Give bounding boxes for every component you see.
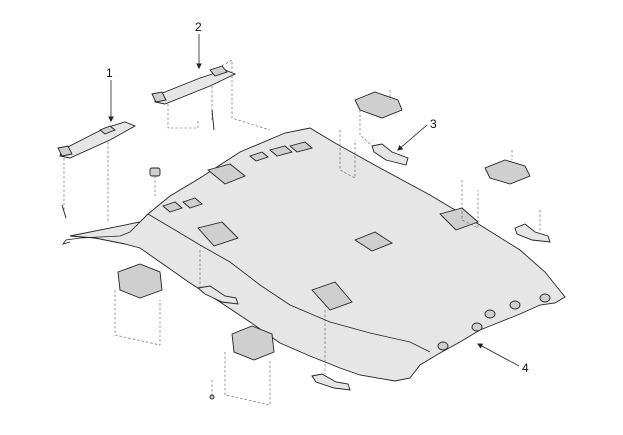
sun-visor-left	[57, 121, 137, 222]
assist-handle-lower-left	[114, 250, 239, 346]
callout-4: 4	[522, 361, 529, 375]
callout-leaders	[108, 34, 520, 367]
callout-1: 1	[106, 66, 113, 80]
assist-handle-upper	[339, 90, 409, 179]
assist-handle-lower-mid	[209, 310, 351, 406]
callout-3-leader	[397, 124, 428, 151]
callout-3: 3	[430, 117, 437, 131]
callout-2: 2	[195, 20, 202, 34]
assist-handle-rear-right	[461, 150, 551, 243]
sun-visor-right	[151, 59, 271, 131]
visor-clip	[149, 167, 161, 196]
headlining-panel	[61, 127, 566, 382]
callout-4-leader	[477, 343, 520, 367]
